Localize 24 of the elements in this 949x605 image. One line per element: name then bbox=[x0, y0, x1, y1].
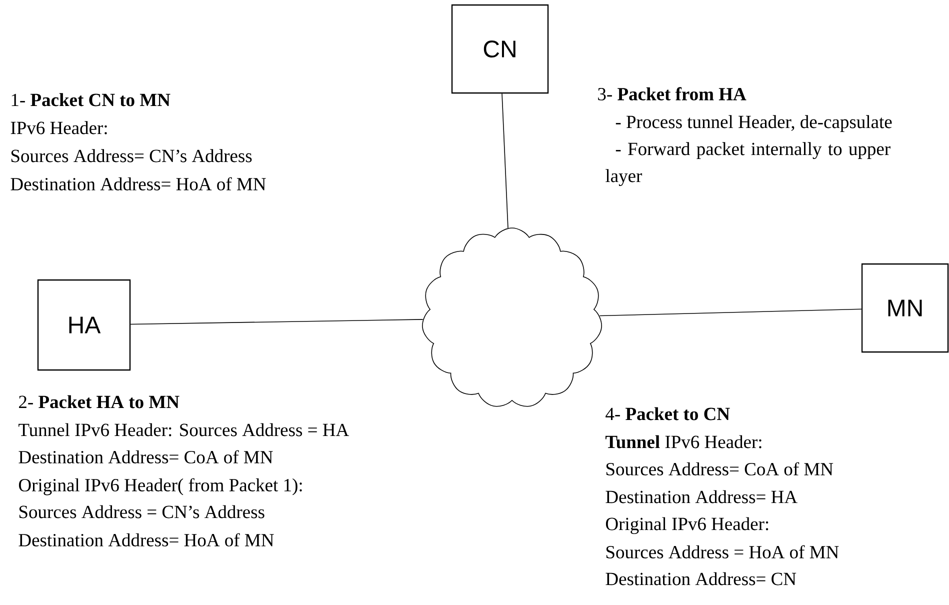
annotation-text: Destination Address= HA bbox=[606, 490, 798, 504]
annotation-text: Destination Address= HoA of MN bbox=[18, 533, 274, 546]
node-box: HA bbox=[37, 279, 131, 371]
network-cloud bbox=[422, 228, 602, 407]
annotation-text: Sources Address = HoA of MN bbox=[606, 545, 839, 558]
annotation-text: Sources Address = CN’s Address bbox=[19, 505, 264, 518]
annotation-text: IPv6 Header: bbox=[10, 121, 107, 134]
annotation-text: Original IPv6 Header: bbox=[606, 517, 768, 534]
annotation-text: Tunnel IPv6 Header: Sources Address = HA bbox=[18, 423, 349, 436]
annotation-text: Sources Address= CoA of MN bbox=[606, 462, 834, 476]
node-box: CN bbox=[451, 4, 549, 94]
annotation-text: Tunnel IPv6 Header: bbox=[606, 435, 762, 448]
annotation-text: Destination Address= CoA of MN bbox=[18, 450, 273, 464]
connection-line bbox=[130, 319, 424, 325]
connection-line bbox=[502, 93, 508, 228]
annotation-text: Sources Address= CN’s Address bbox=[11, 149, 252, 162]
connection-line bbox=[599, 308, 862, 316]
annotation-text: Destination Address= CN bbox=[606, 572, 796, 586]
node-box: MN bbox=[861, 263, 949, 353]
annotation-text: Original IPv6 Header( from Packet 1): bbox=[18, 478, 302, 496]
annotation-text: 1- Packet CN to MN bbox=[12, 93, 170, 106]
annotation-text: Destination Address= HoA of MN bbox=[10, 177, 266, 190]
annotation-text: - Forward packet internally to upper layer bbox=[606, 142, 890, 186]
annotation-text: - Process tunnel Header, de-capsulate bbox=[616, 115, 892, 132]
